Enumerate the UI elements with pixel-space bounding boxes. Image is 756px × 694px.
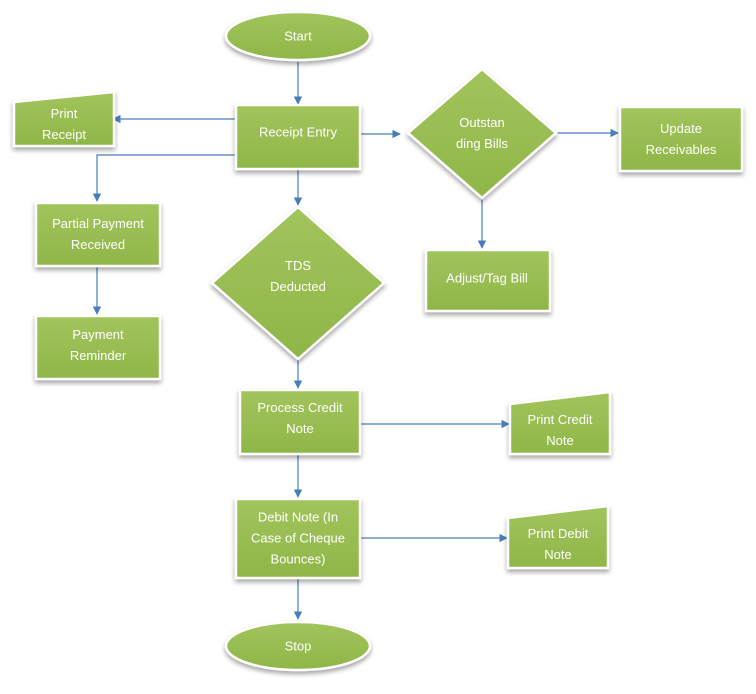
adjust-tag-bill-label: Adjust/Tag Bill	[446, 271, 528, 286]
stop-label-line-1: Stop	[285, 639, 312, 654]
debit-note-label-line-3: Bounces)	[271, 552, 326, 567]
tds-deducted-label: TDS Deducted	[270, 258, 326, 294]
start-label-line-1: Start	[284, 29, 312, 44]
payment-reminder-label-line-2: Reminder	[70, 348, 127, 363]
debit-note-label-line-1: Debit Note (In	[258, 510, 338, 525]
tds-deducted-label-line-2: Deducted	[270, 279, 326, 294]
receipt-entry-label-line-1: Receipt Entry	[259, 125, 338, 140]
process-credit-note-label-line-2: Note	[286, 421, 313, 436]
tds-deducted-label-line-1: TDS	[285, 258, 311, 273]
print-debit-note-label-line-1: Print Debit	[528, 526, 589, 541]
outstanding-bills-label-line-1: Outstan	[459, 115, 505, 130]
outstanding-bills-decision: Outstan ding Bills	[406, 67, 558, 200]
edges	[92, 62, 619, 620]
print-credit-note-label-line-1: Print Credit	[527, 412, 592, 427]
process-credit-note-label-line-1: Process Credit	[257, 400, 343, 415]
start-terminator: Start	[224, 10, 372, 62]
outstanding-bills-label-line-2: ding Bills	[456, 136, 509, 151]
update-receivables-label-line-2: Receivables	[646, 142, 717, 157]
start-label: Start	[284, 29, 312, 44]
outstanding-bills-label: Outstan ding Bills	[456, 115, 509, 151]
receipt-entry-label: Receipt Entry	[259, 125, 338, 140]
tds-deducted-decision: TDS Deducted	[210, 205, 386, 361]
adjust-tag-bill-label-line-1: Adjust/Tag Bill	[446, 271, 528, 286]
print-credit-note-label-line-2: Note	[546, 433, 573, 448]
receipt-entry-process: Receipt Entry	[234, 103, 362, 171]
payment-reminder-label-line-1: Payment	[72, 327, 124, 342]
debit-note-label-line-2: Case of Cheque	[251, 531, 345, 546]
partial-payment-label-line-1: Partial Payment	[52, 216, 144, 231]
edge-receipt-entry-to-partial-payment	[92, 154, 236, 202]
stop-terminator: Stop	[224, 620, 372, 672]
partial-payment-label-line-2: Received	[71, 237, 125, 252]
print-receipt-label-line-1: Print	[51, 106, 78, 121]
adjust-tag-bill-process: Adjust/Tag Bill	[424, 248, 552, 313]
print-debit-note-label-line-2: Note	[544, 547, 571, 562]
update-receivables-label-line-1: Update	[660, 121, 702, 136]
print-receipt-label-line-2: Receipt	[42, 127, 86, 142]
stop-label: Stop	[285, 639, 312, 654]
